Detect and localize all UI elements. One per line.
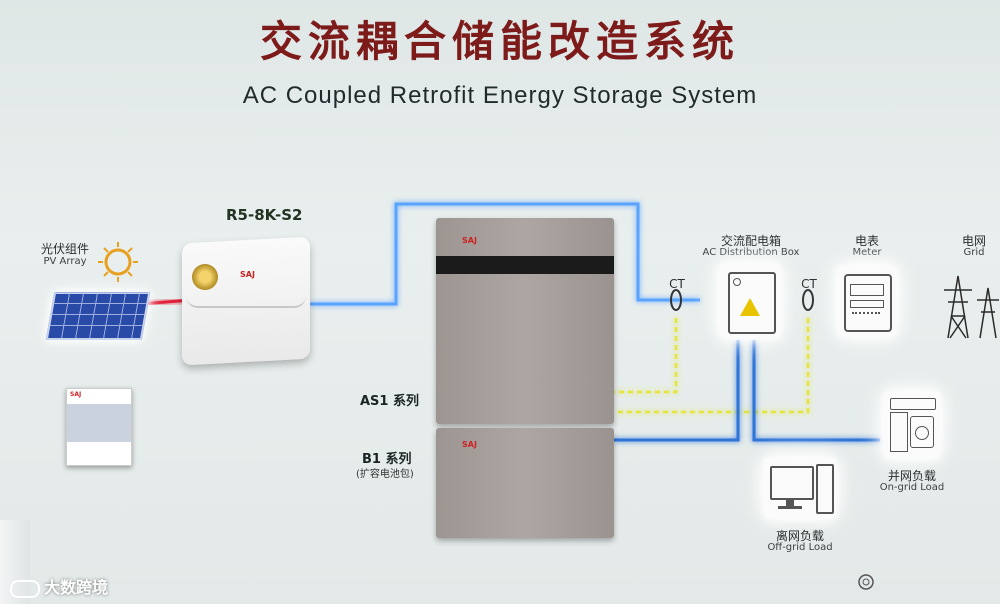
- title-english: AC Coupled Retrofit Energy Storage Syste…: [242, 82, 758, 109]
- distribution-box-label-cn: 交流配电箱: [720, 234, 781, 248]
- battery-top-logo: SAJ: [462, 236, 477, 245]
- ct-label-1: CT: [669, 277, 685, 291]
- appliance-icon: [884, 392, 940, 458]
- grid-label-cn: 电网: [961, 234, 986, 248]
- grid-label-en: Grid: [963, 247, 985, 258]
- battery-b1-icon: [436, 428, 614, 538]
- ct-label-2: CT: [801, 277, 817, 291]
- distribution-box-icon: [720, 264, 780, 338]
- on-grid-load-label-cn: 并网负载: [887, 469, 936, 483]
- title-chinese: 交流耦合储能改造系统: [259, 17, 740, 66]
- watermark-label: 大数跨境: [44, 578, 109, 597]
- pylon-icon: [944, 275, 972, 339]
- brochure-icon: [66, 388, 132, 466]
- inverter-stripe: [186, 296, 306, 308]
- inverter-model-label: R5-8K-S2: [226, 206, 303, 224]
- battery-display-band: [436, 256, 614, 274]
- solar-panel-grid: [48, 292, 148, 336]
- watermark-text: 大数跨境: [10, 574, 108, 598]
- off-grid-load-label-cn: 离网负载: [775, 529, 824, 543]
- meter-label-cn: 电表: [854, 234, 879, 248]
- ct-ring-icon: [670, 289, 682, 311]
- distribution-box-label-en: AC Distribution Box: [702, 247, 800, 258]
- off-grid-load-label-en: Off-grid Load: [767, 542, 833, 553]
- ct-signal-1: [614, 318, 678, 394]
- pv-label-en: PV Array: [43, 256, 87, 267]
- pv-label-cn: 光伏组件: [40, 242, 89, 256]
- meter-icon: [838, 266, 896, 336]
- b1-series-label: B1 系列: [362, 452, 412, 467]
- sun-icon: [98, 242, 138, 282]
- pylon-icon: [977, 287, 999, 339]
- on-grid-cable: [752, 340, 880, 442]
- battery-box-cable: [614, 340, 740, 442]
- on-grid-load-label-en: On-grid Load: [879, 482, 945, 493]
- battery-bottom-logo: SAJ: [462, 440, 477, 449]
- b1-series-sub: (扩容电池包): [356, 469, 414, 480]
- sun-icon: [858, 574, 874, 590]
- meter-label-en: Meter: [852, 247, 882, 258]
- award-badge-icon: [192, 264, 218, 290]
- ct-signal-2: [614, 318, 810, 414]
- inverter-logo: SAJ: [240, 270, 255, 279]
- ac-bus-top: [310, 202, 700, 306]
- computer-icon: [764, 458, 836, 518]
- as1-series-label: AS1 系列: [360, 394, 419, 409]
- battery-as1-icon: [436, 218, 614, 424]
- ct-ring-icon: [802, 289, 814, 311]
- brochure-logo: SAJ: [70, 391, 82, 398]
- watermark-logo-icon: [10, 579, 40, 598]
